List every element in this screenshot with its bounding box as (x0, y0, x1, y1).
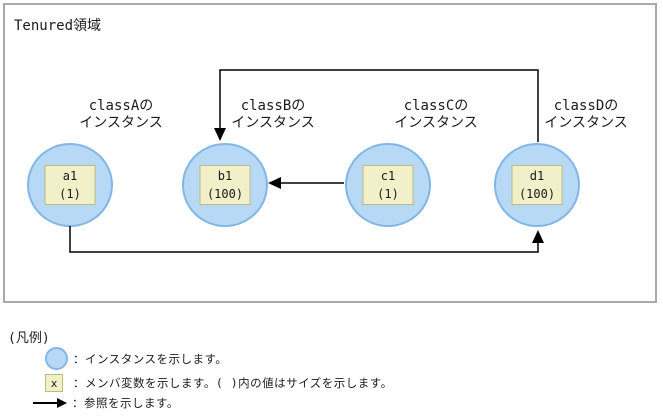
class-label-line2: インスタンス (231, 115, 315, 131)
legend-item-member-variable: x ：メンバ変数を示します。( )内の値はサイズを示します。 (45, 373, 393, 393)
class-label-line1: classDの (553, 98, 619, 114)
member-variable-box-c1: c1 (1) (362, 165, 414, 205)
member-variable-box-b1: b1 (100) (199, 165, 251, 205)
instance-circle-a1: a1 (1) (27, 143, 113, 227)
class-label-line1: classCの (403, 98, 469, 114)
class-label-line1: classBの (240, 98, 306, 114)
legend-item-reference: ：参照を示します。 (33, 394, 179, 412)
member-variable-size: (100) (518, 187, 556, 201)
class-label-classB: classBの インスタンス (203, 98, 343, 132)
member-variable-name: c1 (380, 169, 396, 183)
legend-item-text: ：参照を示します。 (72, 396, 179, 410)
member-variable-symbol: x (50, 376, 58, 390)
region-label: Tenured領域 (14, 18, 102, 34)
class-label-classC: classCの インスタンス (366, 98, 506, 132)
member-variable-name: a1 (62, 169, 78, 183)
class-label-classD: classDの インスタンス (516, 98, 656, 132)
class-label-line2: インスタンス (544, 115, 628, 131)
reference-arrow-icon (33, 398, 67, 408)
class-label-line1: classAの (88, 98, 154, 114)
instance-circle-icon (45, 347, 68, 370)
instance-circle-c1: c1 (1) (345, 143, 431, 227)
instance-circle-b1: b1 (100) (182, 143, 268, 227)
member-variable-size: (1) (377, 187, 399, 201)
legend-item-text: ：メンバ変数を示します。( )内の値はサイズを示します。 (73, 376, 393, 390)
member-variable-box-icon: x (45, 374, 63, 392)
member-variable-size: (1) (59, 187, 81, 201)
member-variable-box-a1: a1 (1) (44, 165, 96, 205)
legend-item-instance: ：インスタンスを示します。 (45, 346, 227, 371)
member-variable-name: d1 (529, 169, 545, 183)
legend-item-text: ：インスタンスを示します。 (73, 351, 228, 366)
instance-circle-d1: d1 (100) (494, 143, 580, 227)
member-variable-name: b1 (217, 169, 233, 183)
member-variable-box-d1: d1 (100) (511, 165, 563, 205)
class-label-line2: インスタンス (394, 115, 478, 131)
legend-title: (凡例) (8, 331, 50, 346)
class-label-line2: インスタンス (79, 115, 163, 131)
class-label-classA: classAの インスタンス (51, 98, 191, 132)
member-variable-size: (100) (206, 187, 244, 201)
